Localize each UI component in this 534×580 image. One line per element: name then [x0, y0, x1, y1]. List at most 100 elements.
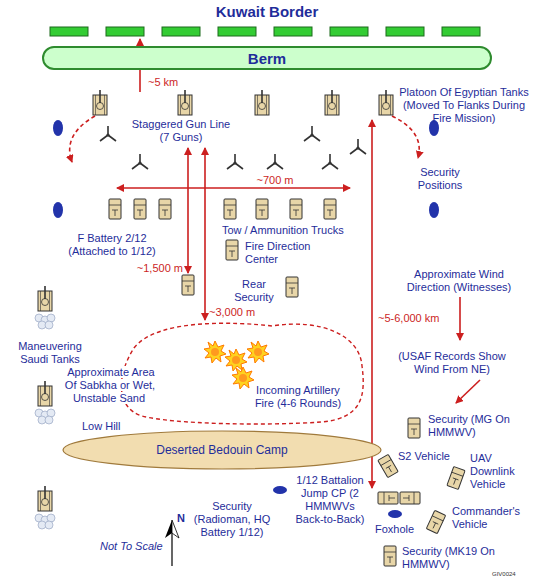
label-text: ~3,000 m	[209, 306, 255, 318]
map-label: Fire Direction Center	[245, 240, 325, 266]
howitzer-symbol	[132, 154, 148, 169]
border-marker	[106, 27, 144, 36]
map-label: Approximate Area Of Sabkha or Wet, Unsta…	[60, 366, 160, 405]
border-marker	[330, 27, 368, 36]
label-text: Foxhole	[375, 523, 414, 535]
border-marker	[442, 27, 480, 36]
map-label: Commander's Vehicle	[452, 505, 527, 531]
impact-burst	[232, 367, 254, 389]
artillery-impacts	[204, 341, 269, 389]
impact-area-outline	[121, 323, 363, 424]
border-marker	[386, 27, 424, 36]
truck-icon	[134, 199, 146, 219]
s2-vehicle	[378, 454, 398, 477]
label-text: Approximate Area Of Sabkha or Wet, Unsta…	[65, 366, 155, 404]
howitzer-symbol	[350, 139, 366, 154]
gun-line	[100, 126, 366, 169]
node-text: Deserted Bedouin Camp	[156, 443, 287, 457]
tank-icon	[38, 286, 52, 311]
map-label: Staggered Gun Line (7 Guns)	[126, 118, 236, 144]
label-text: Rear Security	[234, 278, 274, 303]
tank-icon	[325, 90, 339, 115]
movement-arrow	[392, 116, 419, 158]
label-text: Fire Direction Center	[245, 240, 310, 265]
howitzer-symbol	[322, 154, 338, 169]
label-text: Commander's Vehicle	[452, 505, 520, 530]
map-label: 1/12 Battalion Jump CP (2 HMMWVs Back-to…	[290, 474, 370, 526]
node-text: Incoming Artillery Fire (4-6 Rounds)	[248, 384, 348, 410]
impact-burst	[204, 341, 226, 363]
border-marker	[218, 27, 256, 36]
dust-cloud	[35, 314, 55, 329]
truck-icon	[324, 199, 336, 219]
label-text: Staggered Gun Line (7 Guns)	[132, 118, 230, 143]
saudi-tanks	[35, 286, 55, 529]
label-text: ~1,500 m	[137, 262, 183, 274]
truck-icon	[109, 199, 121, 219]
map-label: S2 Vehicle	[398, 450, 458, 463]
wind-arrow	[456, 380, 480, 403]
truck-icon	[159, 199, 171, 219]
fdc-vehicle	[226, 240, 238, 260]
map-label: Tow / Ammunition Trucks	[222, 224, 362, 237]
label-text: UAV Downlink Vehicle	[470, 452, 515, 490]
map-label: Not To Scale	[100, 540, 170, 553]
map-label: ~1,500 m	[133, 262, 183, 275]
map-label: (USAF Records Show Wind From NE)	[393, 350, 511, 376]
map-label: F Battery 2/12 (Attached to 1/12)	[62, 232, 162, 258]
camp-ellipse: Deserted Bedouin Camp	[62, 430, 382, 470]
distance-arrow	[204, 148, 206, 320]
security-vehicle	[384, 546, 396, 566]
map-label: Foxhole	[375, 523, 425, 536]
map-label: ~3,000 m	[209, 306, 264, 319]
distance-arrow	[187, 148, 189, 273]
label-text: S2 Vehicle	[398, 450, 450, 462]
label-text: Security (Radioman, HQ Battery 1/12)	[194, 500, 270, 538]
label-text: Security (MK19 On HMMWV)	[402, 545, 495, 570]
border-marker	[274, 27, 312, 36]
security-position	[429, 202, 439, 218]
map-label: Platoon Of Egyptian Tanks (Moved To Flan…	[398, 86, 530, 125]
map-label: UAV Downlink Vehicle	[470, 452, 530, 491]
label-text: F Battery 2/12 (Attached to 1/12)	[68, 232, 155, 257]
label-text: ~5 km	[148, 76, 178, 88]
tank-icon	[255, 90, 269, 115]
impact-burst	[247, 341, 269, 363]
map-label: Security Positions	[405, 166, 475, 192]
security-position	[53, 120, 63, 136]
commander-vehicle	[426, 510, 445, 533]
security-vehicle	[286, 277, 298, 297]
map-label: Rear Security	[226, 278, 282, 304]
dust-cloud	[35, 514, 55, 529]
berm-band: Berm	[42, 46, 492, 70]
radioman-position	[273, 486, 287, 494]
border-markers	[50, 27, 480, 36]
distance-arrow	[371, 120, 373, 488]
map-label: ~700 m	[250, 174, 300, 187]
map-label: Security (MK19 On HMMWV)	[402, 545, 497, 571]
howitzer-symbol	[304, 126, 320, 141]
howitzer-symbol	[227, 154, 243, 169]
map-label: ~5 km	[148, 76, 198, 89]
north-arrow-head	[165, 520, 172, 538]
label-text: (USAF Records Show Wind From NE)	[398, 350, 506, 375]
map-label: Maneuvering Saudi Tanks	[6, 340, 94, 366]
map-label: GIV0024	[492, 571, 532, 578]
security-position	[53, 202, 63, 218]
distance-arrow	[117, 187, 350, 189]
camp-outline	[63, 431, 381, 469]
label-text: Tow / Ammunition Trucks	[222, 224, 344, 236]
cp-vehicle	[378, 492, 398, 504]
map-label: Security (Radioman, HQ Battery 1/12)	[188, 500, 276, 539]
tank-icon	[38, 381, 52, 406]
howitzer-symbol	[100, 126, 116, 141]
cp-vehicle	[400, 492, 420, 504]
border-marker	[50, 27, 88, 36]
map-label: Low Hill	[82, 420, 132, 433]
security-positions	[53, 120, 439, 218]
tank-icon	[178, 90, 192, 115]
label-text: Maneuvering Saudi Tanks	[18, 340, 82, 365]
howitzer-symbol	[267, 154, 283, 169]
label-text: ~5-6,000 km	[378, 312, 439, 324]
